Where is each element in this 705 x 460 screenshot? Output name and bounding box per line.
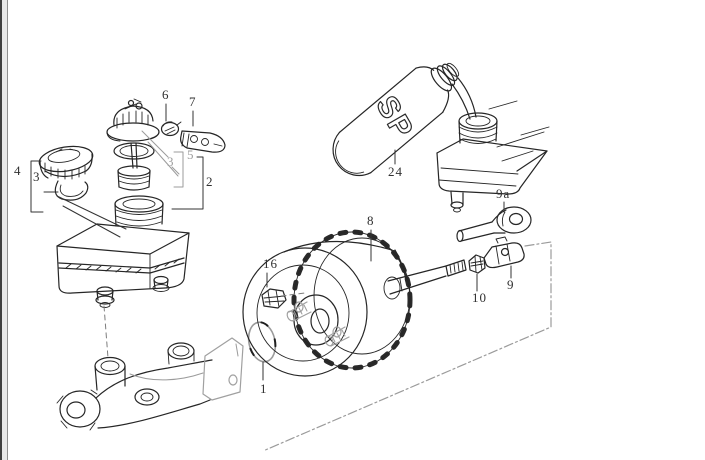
bracket-5: [173, 151, 184, 188]
bottle-label-text: SP: [369, 91, 420, 146]
panel-reference-line: [262, 241, 552, 452]
callout-1[interactable]: 1: [260, 381, 268, 396]
dash-reservoir-to-cylinder: [103, 305, 109, 359]
bracket-2: [171, 156, 204, 210]
fluid-reservoir-drawing: [56, 195, 190, 308]
nut-10-drawing: [468, 254, 486, 274]
booster-studs: [286, 301, 350, 347]
callout-5[interactable]: 5: [187, 147, 195, 162]
callout-6[interactable]: 6: [162, 87, 170, 102]
callout-3-mid[interactable]: 3: [167, 154, 175, 169]
callout-3-left[interactable]: 3: [33, 169, 41, 184]
callout-24[interactable]: 24: [388, 164, 403, 179]
booster-pushrod: [383, 259, 467, 300]
sensor-cap-drawing: [106, 98, 160, 191]
filled-reservoir-drawing: [436, 100, 550, 213]
clevis-drawing: [483, 236, 525, 269]
callout-8[interactable]: 8: [367, 213, 375, 228]
callout-7[interactable]: 7: [189, 94, 197, 109]
callout-4[interactable]: 4: [14, 163, 22, 178]
callout-9[interactable]: 9: [507, 277, 515, 292]
callout-16[interactable]: 16: [263, 256, 278, 271]
leader-lines: [30, 103, 552, 452]
callout-10[interactable]: 10: [472, 290, 487, 305]
nut-16-drawing: [261, 288, 287, 309]
callout-2[interactable]: 2: [206, 174, 214, 189]
dash-16-to-stud: [280, 292, 306, 297]
callout-9a[interactable]: 9a: [496, 186, 511, 201]
leader-3-mid: [141, 130, 180, 177]
bracket-4: [30, 160, 44, 213]
master-cylinder-drawing: [56, 337, 244, 431]
grommet-drawing: [160, 121, 182, 137]
window-left-border: [0, 0, 8, 460]
eye-end-drawing: [456, 206, 532, 243]
brake-booster-drawing: [242, 229, 467, 377]
leader-cap-to-neck: [56, 195, 127, 238]
connector-drawing: [180, 130, 226, 153]
